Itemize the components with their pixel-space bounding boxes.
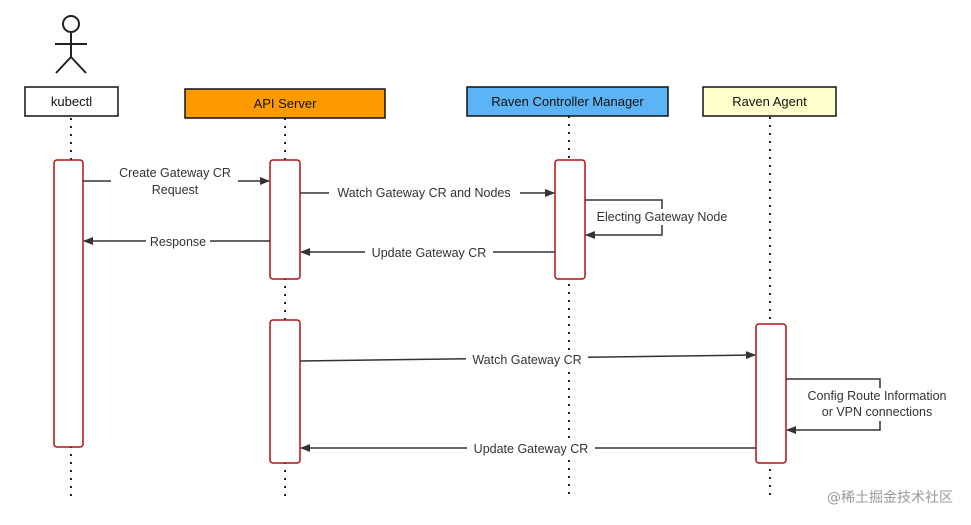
message-update-gateway-cr-2: Update Gateway CR	[300, 441, 756, 456]
activation-raven-agent	[755, 323, 787, 464]
participant-raven-agent: Raven Agent	[702, 86, 837, 117]
participant-raven-controller-manager: Raven Controller Manager	[466, 86, 669, 117]
message-update-gateway-cr-1: Update Gateway CR	[300, 245, 555, 260]
message-label: Request	[152, 183, 199, 197]
message-label: Create Gateway CR	[119, 166, 231, 180]
message-create-gateway-cr: Create Gateway CR Request	[83, 166, 270, 198]
activation-kubectl	[53, 159, 84, 448]
message-label: Update Gateway CR	[372, 246, 487, 260]
participant-box	[184, 88, 386, 119]
message-label: Watch Gateway CR	[472, 353, 581, 367]
activation-api-server-1	[269, 159, 301, 280]
activation-api-server-2	[269, 319, 301, 464]
message-label: Update Gateway CR	[474, 442, 589, 456]
participant-label: Raven Controller Manager	[491, 94, 644, 109]
participant-label: kubectl	[51, 94, 92, 109]
message-watch-gateway-cr: Watch Gateway CR	[299, 351, 756, 368]
activations	[53, 159, 787, 464]
activation-raven-controller-manager	[554, 159, 586, 280]
participant-label: Raven Agent	[732, 94, 807, 109]
message-electing-gateway-node: Electing Gateway Node	[585, 199, 736, 239]
message-watch-gateway-cr-and-nodes: Watch Gateway CR and Nodes	[300, 185, 555, 201]
message-label: Config Route Information	[808, 389, 947, 403]
message-response: Response	[83, 234, 270, 249]
participant-box	[466, 86, 669, 117]
message-label: Electing Gateway Node	[597, 210, 728, 224]
message-label: Response	[150, 235, 206, 249]
message-config-route-information: Config Route Information or VPN connecti…	[786, 378, 958, 434]
message-label: or VPN connections	[822, 405, 932, 419]
participant-box	[702, 86, 837, 117]
actor-icon	[55, 15, 87, 74]
participant-box	[24, 86, 119, 117]
message-label: Watch Gateway CR and Nodes	[337, 186, 510, 200]
participant-api-server: API Server	[184, 88, 386, 119]
participant-kubectl: kubectl	[24, 86, 119, 117]
participant-label: API Server	[254, 96, 318, 111]
watermark-text: @稀土掘金技术社区	[827, 490, 953, 506]
